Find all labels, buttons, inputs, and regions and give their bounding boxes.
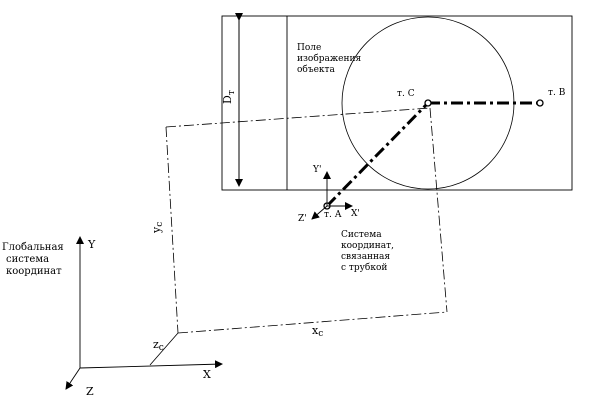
global-system-caption: Глобальная система координат [2, 242, 67, 277]
global-x-label: X [203, 368, 211, 381]
point-b-label: т. В [548, 88, 566, 98]
tube-frame [165, 107, 448, 334]
zc-label: zc [153, 338, 164, 353]
local-x-label: X' [351, 209, 360, 219]
global-z-label: Z [86, 385, 94, 398]
global-x-axis [79, 360, 223, 369]
local-z-label: Z' [298, 214, 307, 224]
point-c-label: т. С [397, 89, 415, 99]
local-z-axis [311, 205, 328, 220]
point-a-label: т. А [324, 210, 342, 220]
global-z-axis [65, 367, 81, 390]
global-y-label: Y [87, 238, 96, 251]
line-a-c [325, 101, 430, 208]
xc-label: xc [312, 324, 323, 339]
field-of-view-rect [221, 15, 573, 191]
point-c-marker [424, 99, 432, 107]
local-system-caption: Система координат, связанная с трубкой [341, 230, 397, 273]
diameter-label: Dт [221, 90, 237, 104]
yc-label: yc [150, 222, 165, 234]
point-b-marker [536, 99, 544, 107]
field-caption: Поле изображения объекта [297, 43, 364, 75]
zc-offset-line [149, 332, 179, 366]
local-y-label: Y' [312, 165, 321, 175]
